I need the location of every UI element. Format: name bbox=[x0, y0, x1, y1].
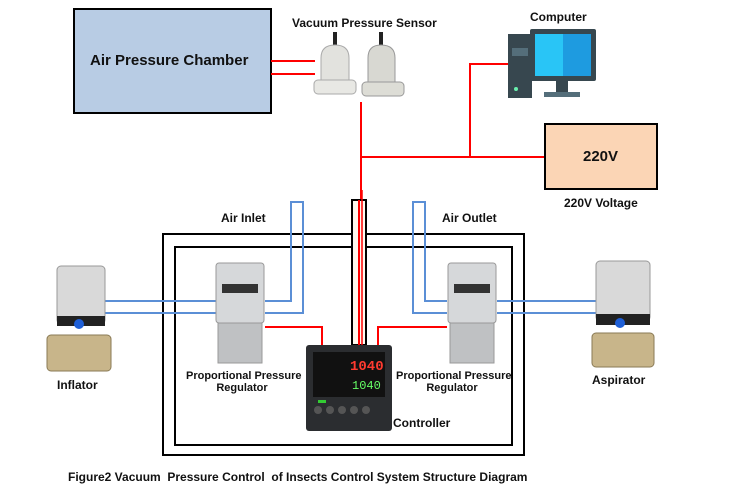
power-box bbox=[544, 123, 658, 190]
regulator-right-label-line1: Proportional Pressure bbox=[396, 370, 512, 382]
controller-sp-display: 1040 bbox=[352, 379, 381, 393]
power-caption: 220V Voltage bbox=[564, 196, 638, 210]
inner-enclosure bbox=[174, 246, 513, 446]
aspirator-label: Aspirator bbox=[592, 373, 646, 387]
controller-icon bbox=[306, 345, 392, 431]
chamber-label: Air Pressure Chamber bbox=[90, 52, 249, 69]
power-label: 220V bbox=[583, 148, 619, 165]
inflator-label: Inflator bbox=[57, 378, 98, 392]
air-pressure-chamber-box bbox=[73, 8, 272, 114]
computer-icon bbox=[508, 29, 596, 98]
figure-caption: Figure2 Vacuum Pressure Control of Insec… bbox=[68, 470, 528, 484]
regulator-left-label-line2: Regulator bbox=[216, 382, 268, 394]
air-outlet-label: Air Outlet bbox=[442, 211, 497, 225]
regulator-right-label-line2: Regulator bbox=[426, 382, 478, 394]
controller-pv-display: 1040 bbox=[350, 359, 384, 375]
inflator-icon bbox=[46, 265, 112, 372]
signal-lines bbox=[265, 60, 545, 345]
air-lines bbox=[100, 201, 600, 314]
air-inlet-label: Air Inlet bbox=[221, 211, 266, 225]
regulator-right-icon bbox=[447, 262, 497, 364]
controller-label: Controller bbox=[393, 416, 451, 430]
vacuum-pressure-sensor-icon bbox=[313, 32, 405, 97]
aspirator-icon bbox=[591, 260, 655, 368]
regulator-left-label-line1: Proportional Pressure bbox=[186, 370, 302, 382]
sensor-label: Vacuum Pressure Sensor bbox=[292, 16, 437, 30]
computer-label: Computer bbox=[530, 10, 587, 24]
outer-enclosure bbox=[162, 233, 525, 456]
regulator-left-icon bbox=[215, 262, 265, 364]
